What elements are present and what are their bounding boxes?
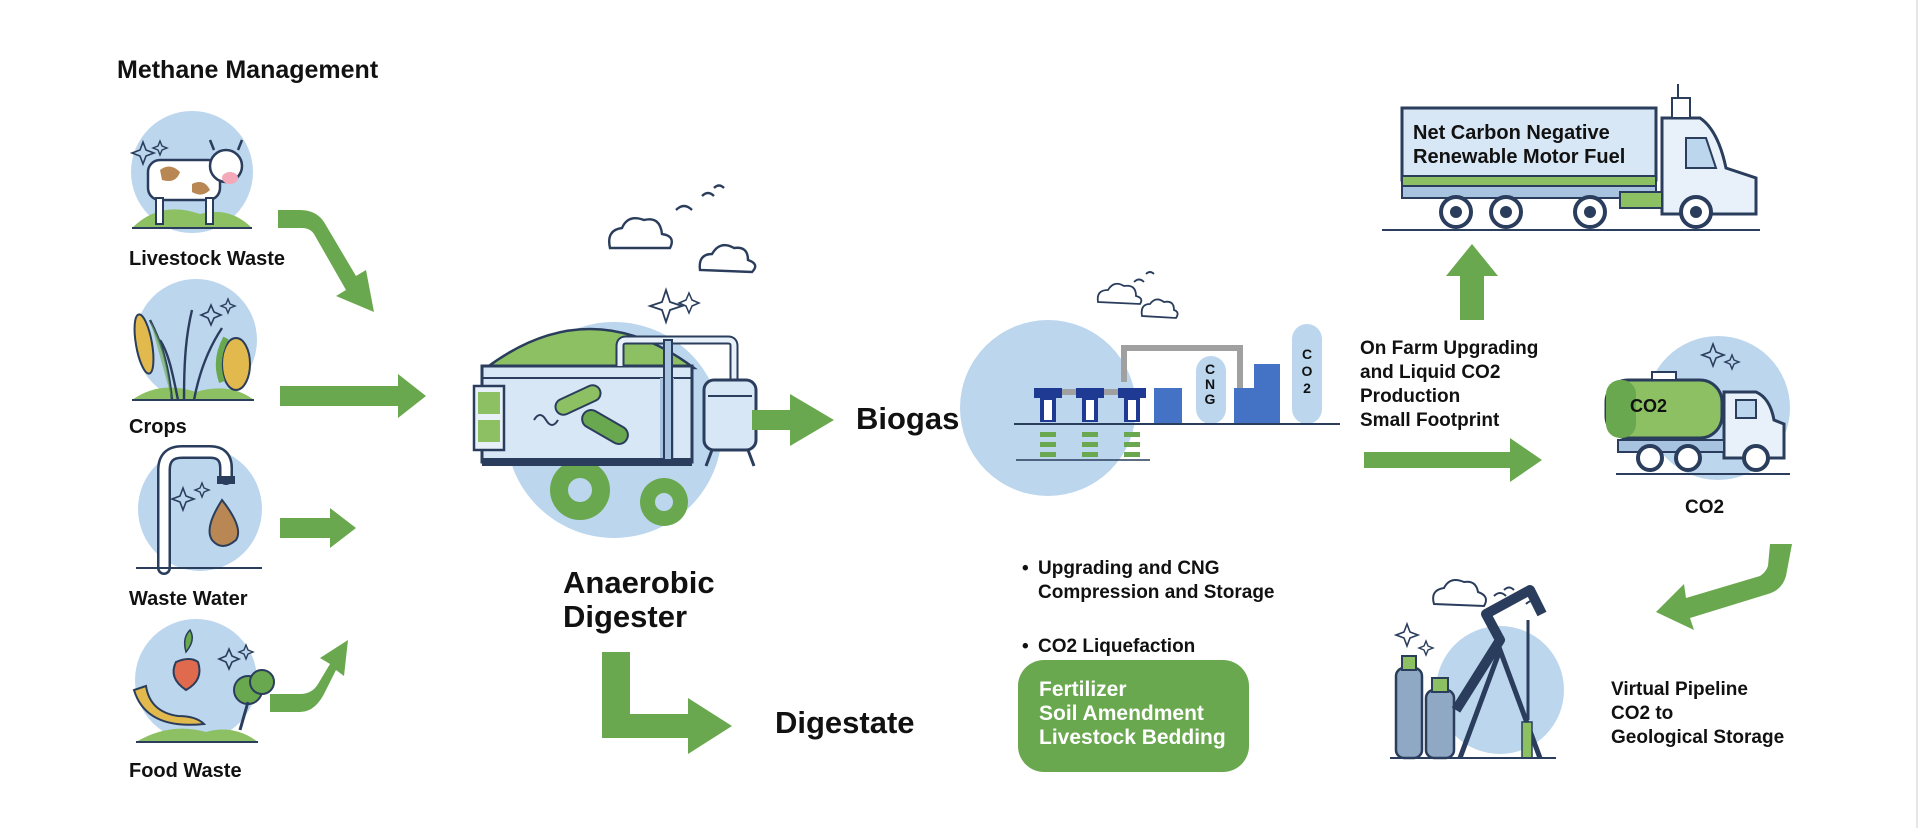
pump-jack-icon xyxy=(1390,579,1564,760)
source-arrows xyxy=(270,210,426,712)
arrow-biogas xyxy=(752,394,834,446)
arrow-crops xyxy=(280,374,426,418)
fertilizer-text: Fertilizer Soil Amendment Livestock Bedd… xyxy=(1039,678,1226,749)
arrow-waste-water xyxy=(280,508,356,548)
arrow-pipeline xyxy=(1656,544,1792,630)
crops-icon xyxy=(132,279,257,401)
arrow-livestock xyxy=(278,210,374,312)
upgrading-facility-icon xyxy=(960,271,1340,496)
label-on-farm-upgrading: On Farm Upgrading and Liquid CO2 Product… xyxy=(1360,338,1539,431)
cloud-icon xyxy=(608,184,757,274)
arrow-fuel xyxy=(1446,244,1498,320)
label-biogas: Biogas xyxy=(856,401,960,436)
tank-label-co2: C O 2 xyxy=(1301,346,1313,396)
digester-icon xyxy=(472,287,758,538)
label-food-waste: Food Waste xyxy=(129,760,242,782)
arrow-food-waste xyxy=(270,640,348,712)
label-waste-water: Waste Water xyxy=(129,588,248,610)
tank-label-cng: C N G xyxy=(1204,361,1216,407)
arrow-co2 xyxy=(1364,438,1542,482)
label-co2: CO2 xyxy=(1685,497,1725,518)
label-fuel-truck: Net Carbon Negative Renewable Motor Fuel xyxy=(1413,122,1626,168)
label-anaerobic-digester: Anaerobic Digester xyxy=(563,565,715,634)
fertilizer-box xyxy=(1018,660,1249,772)
label-crops: Crops xyxy=(129,416,187,438)
arrow-digestate xyxy=(602,652,732,754)
faucet-icon xyxy=(136,445,262,575)
fuel-truck-icon xyxy=(1382,84,1760,231)
bullet-cng: Upgrading and CNG Compression and Storag… xyxy=(1022,557,1275,605)
label-virtual-pipeline: Virtual Pipeline CO2 to Geological Stora… xyxy=(1611,679,1785,748)
co2-truck-icon xyxy=(1604,336,1790,480)
co2-tank-label: CO2 xyxy=(1630,396,1668,416)
page-title: Methane Management xyxy=(117,56,379,84)
label-livestock-waste: Livestock Waste xyxy=(129,248,285,270)
cow-icon xyxy=(129,111,253,233)
food-waste-icon xyxy=(132,619,275,743)
label-digestate: Digestate xyxy=(775,705,915,740)
